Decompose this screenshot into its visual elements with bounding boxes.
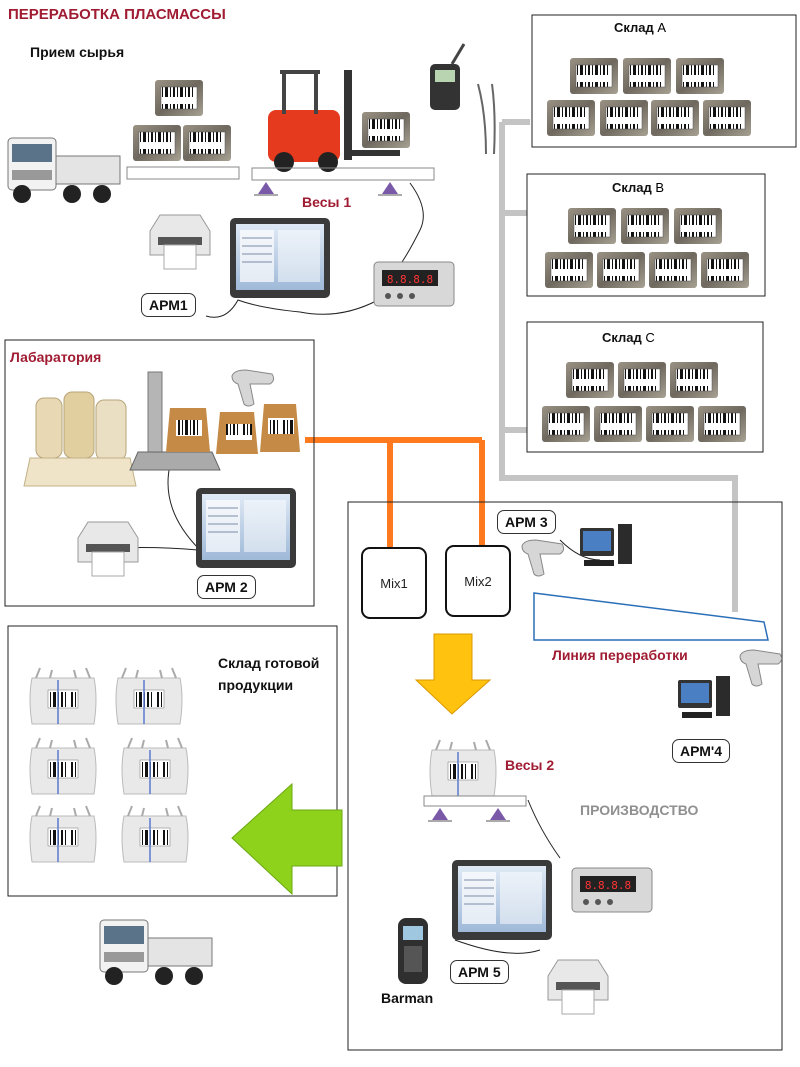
lab-scanner-icon: [231, 369, 275, 407]
arm1-monitor-icon: [229, 217, 331, 299]
scale2-leg-left-icon: [427, 807, 453, 822]
network-lines: [499, 119, 738, 612]
scale2-bigbag-icon: [429, 739, 497, 797]
scale1-indicator-icon: [373, 261, 455, 307]
warehouse-a-label: Склад A: [614, 20, 667, 35]
forklift-pallet-icon: [361, 111, 411, 149]
arm5-label: АРМ 5: [450, 960, 509, 984]
finished-goods-label: Склад готовой продукции: [218, 655, 320, 693]
arm4-label: АРМ'4: [672, 739, 731, 763]
production-box: [347, 501, 783, 1051]
arm2-monitor-icon: [195, 487, 297, 569]
processing-line-shape: [533, 592, 769, 641]
scale1-leg-right-icon: [377, 181, 403, 196]
finished-bigbags: [29, 667, 189, 863]
arm5-printer-icon: [547, 959, 609, 1015]
shipping-truck-icon: [99, 919, 213, 986]
moisture-meter-icon: [430, 43, 496, 155]
finished-goods-box: [7, 625, 338, 897]
arm1-label: АРМ1: [141, 293, 196, 317]
arm4-pc-icon: [678, 676, 730, 718]
warehouse-b-label: Склад B: [612, 180, 665, 195]
scale1-leg-left-icon: [253, 181, 279, 196]
left-arrow-shape: [231, 782, 343, 896]
lab-labeled-bags-icon: [166, 404, 300, 454]
arm3-pc-icon: [580, 524, 632, 566]
scale2-label: Весы 2: [505, 757, 555, 773]
processing-line-label: Линия переработки: [552, 647, 688, 663]
lab-sample-bags-icon: [23, 391, 137, 487]
scale2-indicator-icon: [571, 867, 653, 913]
forklift-icon: [268, 70, 400, 172]
scale1-platform: [251, 167, 435, 181]
production-label: ПРОИЗВОДСТВО: [580, 802, 699, 818]
arm3-scanner-icon: [521, 539, 565, 577]
receiving-label: Прием сырья: [30, 44, 125, 60]
lab-label: Лабаратория: [10, 349, 102, 365]
mix1-box: Mix1: [361, 547, 427, 619]
raw-material-pallets-icon: [126, 79, 240, 180]
arm3-label: АРМ 3: [497, 510, 556, 534]
scale1-label: Весы 1: [302, 194, 352, 210]
mix2-box: Mix2: [445, 545, 511, 617]
lab-box: [4, 339, 315, 607]
cables: [91, 182, 601, 954]
arm5-monitor-icon: [451, 859, 553, 941]
receiving-truck-icon: [7, 137, 121, 204]
arm2-printer-icon: [77, 521, 139, 577]
barman-label: Barman: [381, 990, 434, 1006]
down-arrow-shape: [414, 633, 492, 715]
lab-lines: [305, 437, 485, 552]
arm4-scanner-icon: [739, 649, 783, 687]
scale2-platform: [423, 795, 527, 807]
arm2-label: АРМ 2: [197, 575, 256, 599]
barman-terminal-icon: [398, 918, 428, 984]
page-title: ПЕРЕРАБОТКА ПЛАСМАССЫ: [8, 6, 226, 23]
scale2-leg-right-icon: [485, 807, 511, 822]
arm1-printer-icon: [149, 214, 211, 270]
warehouse-c-label: Склад C: [602, 330, 655, 345]
